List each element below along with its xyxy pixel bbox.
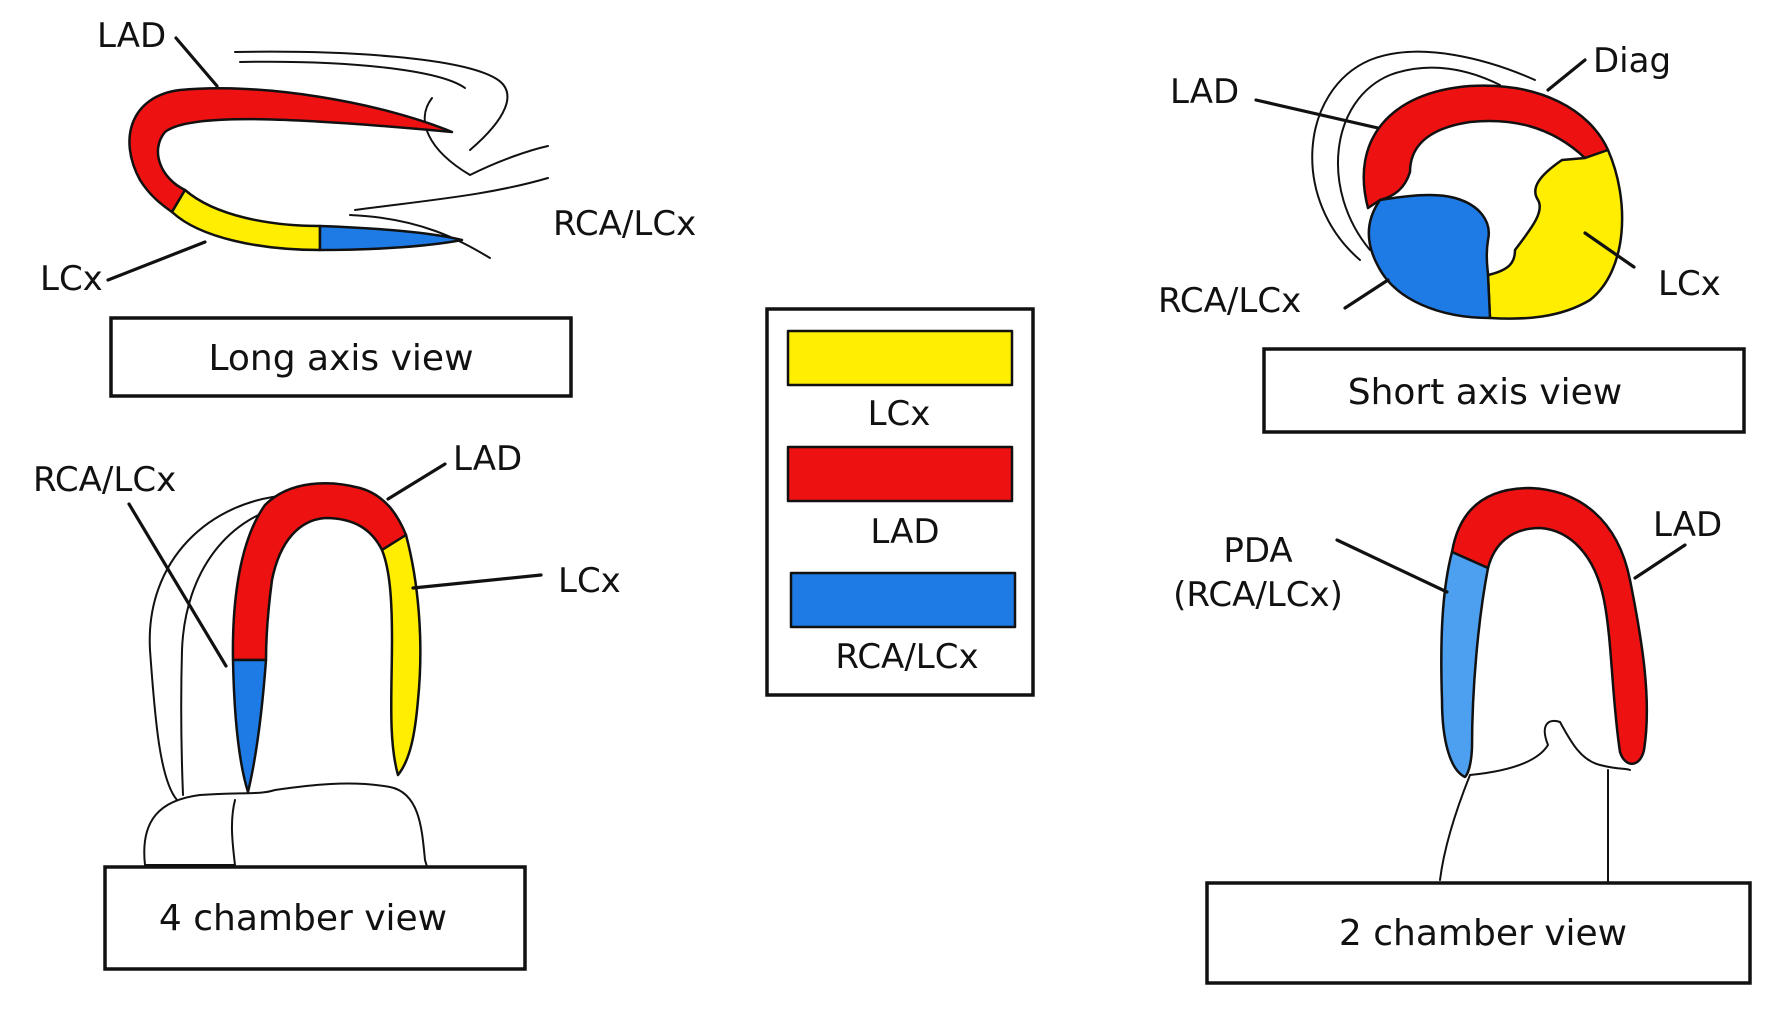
legend-lad-swatch [786, 445, 1014, 503]
long-axis-lcx-segment [170, 188, 322, 252]
long-axis-rca-lcx-segment [318, 224, 464, 252]
long-axis-lad-leader [174, 36, 219, 88]
short-axis-caption-box [1262, 347, 1746, 434]
four-chamber-lad-label: LAD [453, 439, 522, 479]
legend-lcx-swatch [786, 329, 1014, 387]
four-chamber-view: RCA/LCx LAD LCx 4 chamber view [33, 439, 621, 971]
short-axis-outline [1311, 50, 1536, 261]
short-axis-lcx-label: LCx [1658, 264, 1721, 304]
two-chamber-lad-label: LAD [1653, 505, 1722, 545]
short-axis-rca-lcx-segment [1367, 193, 1492, 320]
two-chamber-pda-segment [1440, 550, 1490, 779]
long-axis-lad-label: LAD [97, 16, 166, 56]
long-axis-lcx-label: LCx [40, 259, 103, 299]
two-chamber-caption-box [1205, 881, 1752, 985]
short-axis-view: LAD Diag RCA/LCx LCx Short axis view [1158, 41, 1746, 434]
short-axis-rca-lcx-label: RCA/LCx [1158, 281, 1301, 321]
four-chamber-rca-lcx-segment [231, 658, 268, 794]
long-axis-lcx-leader [106, 240, 207, 282]
four-chamber-rca-lcx-label: RCA/LCx [33, 460, 176, 500]
long-axis-view: LAD LCx RCA/LCx Long axis view [40, 16, 696, 398]
four-chamber-lcx-label: LCx [558, 561, 621, 601]
long-axis-caption-box [109, 316, 573, 398]
long-axis-caption: Long axis view [208, 338, 473, 379]
short-axis-caption: Short axis view [1348, 372, 1623, 413]
two-chamber-view: PDA (RCA/LCx) LAD 2 chamber view [1173, 486, 1752, 985]
short-axis-lcx-leader [1583, 231, 1636, 269]
four-chamber-lcx-segment [380, 533, 422, 777]
two-chamber-pda-leader [1335, 538, 1449, 594]
short-axis-lcx-segment [1486, 148, 1624, 320]
two-chamber-caption: 2 chamber view [1339, 913, 1627, 954]
four-chamber-rca-lcx-leader [127, 502, 228, 668]
legend-rca-lcx-label: RCA/LCx [835, 637, 978, 677]
long-axis-lad-segment [128, 87, 454, 214]
four-chamber-lad-segment [231, 482, 408, 662]
two-chamber-pda-label-line2: (RCA/LCx) [1173, 575, 1343, 615]
legend-lcx-label: LCx [868, 394, 931, 434]
long-axis-outline [234, 50, 549, 259]
four-chamber-lcx-leader [411, 573, 543, 590]
two-chamber-lad-leader [1633, 543, 1687, 580]
short-axis-lad-leader [1254, 98, 1380, 130]
four-chamber-lad-leader [386, 462, 447, 501]
long-axis-rca-lcx-label: RCA/LCx [553, 204, 696, 244]
legend: LCx LAD RCA/LCx [765, 307, 1035, 697]
four-chamber-caption-box [103, 865, 527, 971]
two-chamber-lad-segment [1450, 486, 1649, 765]
four-chamber-outline [143, 494, 441, 886]
legend-lad-label: LAD [870, 512, 939, 552]
four-chamber-caption: 4 chamber view [159, 898, 447, 939]
short-axis-rca-lcx-leader [1343, 278, 1390, 310]
legend-rca-lcx-swatch [789, 571, 1017, 629]
short-axis-lad-segment [1362, 84, 1610, 210]
two-chamber-pda-label-line1: PDA [1223, 531, 1292, 571]
short-axis-lad-label: LAD [1170, 72, 1239, 112]
short-axis-diag-label: Diag [1593, 41, 1671, 81]
short-axis-diag-leader [1546, 58, 1587, 92]
